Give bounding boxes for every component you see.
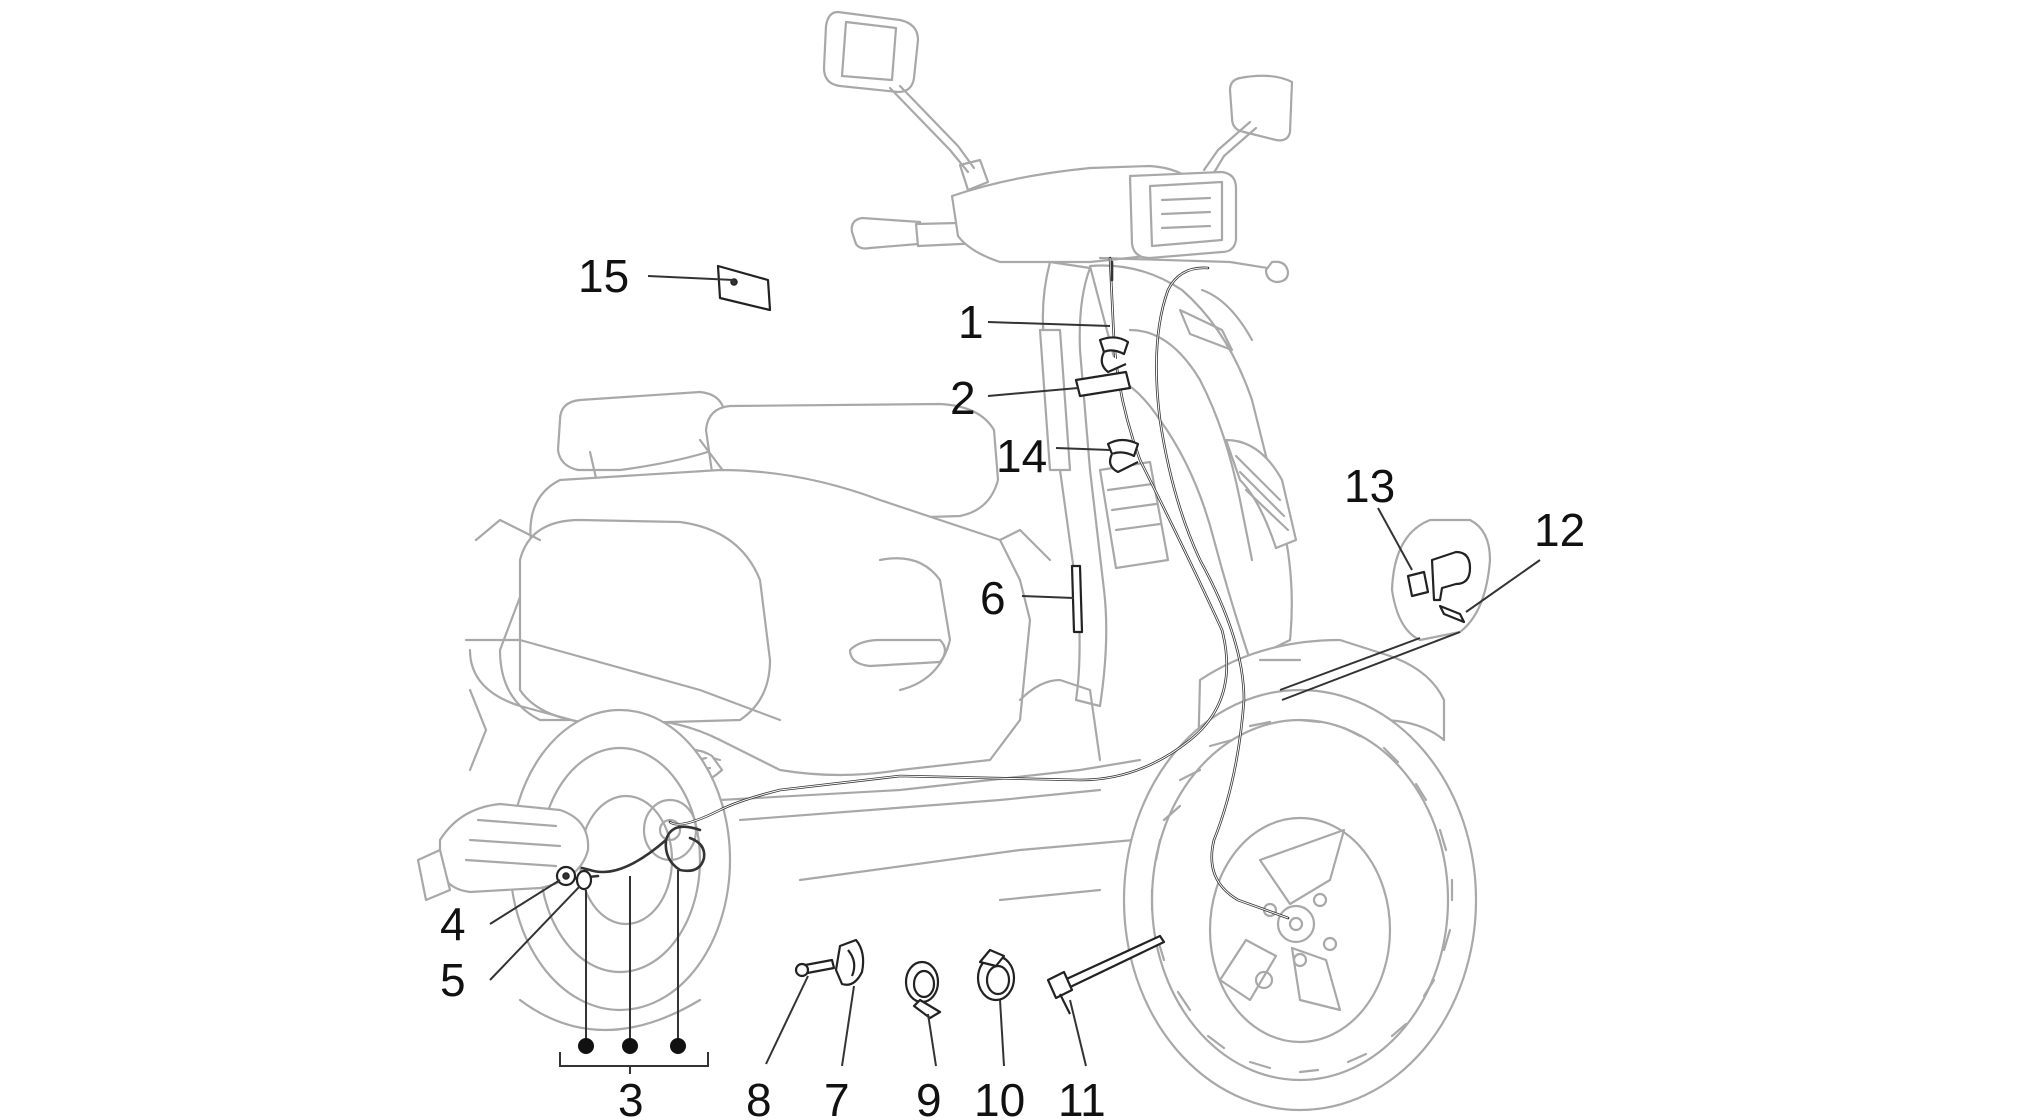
clamp-detail (1279, 507, 1541, 701)
washer-part-5 (489, 869, 593, 981)
cables (558, 256, 1290, 920)
callout-10: 10 (974, 1074, 1025, 1120)
rear-body (464, 468, 1182, 902)
rear-cable-loop (664, 825, 706, 873)
callout-labels: 15 1 2 14 6 13 12 4 5 3 8 7 9 10 11 (440, 250, 1585, 1120)
callout-8: 8 (746, 1074, 772, 1120)
cable-set-part-3 (559, 870, 709, 1074)
callout-3: 3 (618, 1074, 644, 1120)
callout-11: 11 (1058, 1074, 1106, 1120)
callout-13: 13 (1344, 460, 1395, 512)
callout-7: 7 (824, 1074, 850, 1120)
handlebar (850, 164, 1290, 284)
cable-tie-part-6 (1021, 564, 1084, 634)
right-mirror (1202, 74, 1294, 178)
callout-2: 2 (950, 372, 976, 424)
callout-9: 9 (916, 1074, 942, 1120)
bracket-part-7 (834, 938, 865, 1067)
scooter-outline (416, 10, 1478, 1112)
cable-guide-part-2 (987, 370, 1132, 398)
callout-15: 15 (578, 250, 629, 302)
screw-part-8 (765, 958, 836, 1065)
callout-12: 12 (1534, 504, 1585, 556)
cable-clip-part-1 (987, 321, 1130, 374)
callout-4: 4 (440, 898, 466, 950)
left-mirror (822, 10, 990, 192)
nut-part-4 (489, 865, 577, 925)
hose-clamp-part-10 (976, 948, 1016, 1067)
muffler (416, 802, 590, 902)
label-plate-part (647, 264, 772, 312)
callout-6: 6 (980, 572, 1006, 624)
front-shield (1038, 260, 1298, 708)
callout-5: 5 (440, 954, 466, 1006)
callout-1: 1 (958, 296, 984, 348)
hose-clamp-part-9 (904, 960, 942, 1067)
cable-tie-part-11 (1046, 934, 1166, 1067)
front-wheel (1122, 688, 1478, 1112)
callout-14: 14 (996, 430, 1047, 482)
cable-clip-part-14 (1055, 438, 1140, 474)
